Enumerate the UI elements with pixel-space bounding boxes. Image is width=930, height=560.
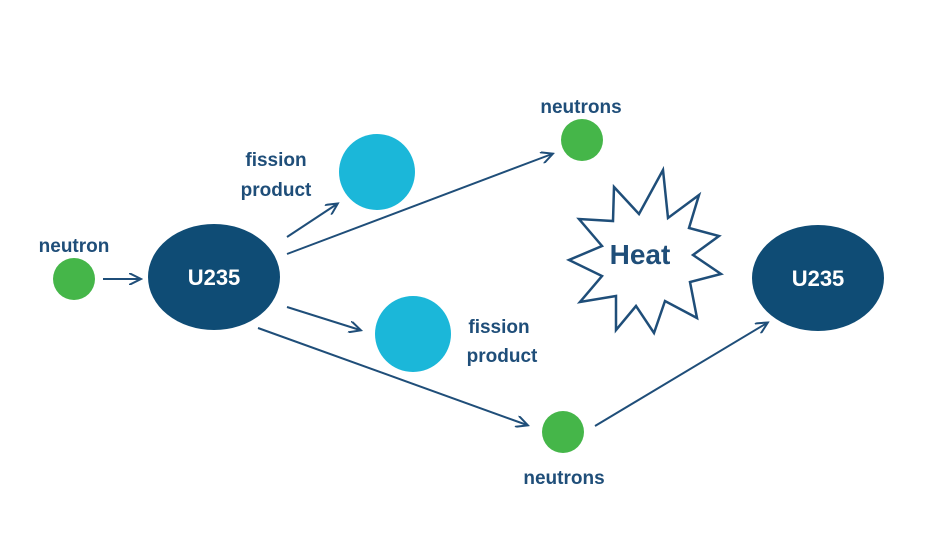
neutron-top (561, 119, 603, 161)
fission-product-top-label-line1: fission (245, 150, 306, 171)
u235-label-left: U235 (188, 265, 241, 290)
arrow-to-neutrons-top (286, 154, 552, 255)
heat-label: Heat (610, 239, 671, 270)
fission-product-bottom-label-line2: product (467, 346, 538, 367)
u235-nucleus-left (148, 224, 280, 330)
neutron-label: neutron (39, 236, 110, 257)
incoming-neutron (53, 258, 95, 300)
fission-product-bottom (375, 296, 451, 372)
neutron-bottom (542, 411, 584, 453)
arrow-neutron-to-u235-right (594, 323, 767, 427)
neutrons-bottom-label: neutrons (523, 468, 604, 489)
neutrons-top-label: neutrons (540, 97, 621, 118)
arrows (103, 154, 767, 426)
u235-nucleus-right (752, 225, 884, 331)
fission-product-top (339, 134, 415, 210)
heat-starburst (565, 165, 724, 336)
u235-label-right: U235 (792, 266, 845, 291)
arrow-to-neutrons-bottom (257, 327, 527, 425)
fission-product-top-label-line2: product (241, 180, 312, 201)
fission-product-bottom-label-line1: fission (468, 317, 529, 338)
arrow-to-fission-top (286, 204, 337, 238)
arrow-to-fission-bottom (286, 306, 360, 330)
